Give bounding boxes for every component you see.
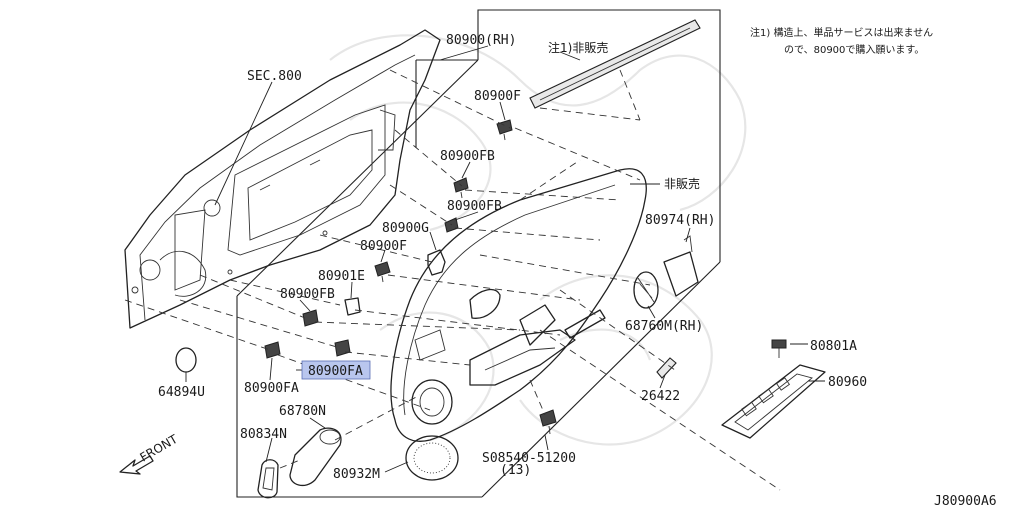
note-line-1: 注1) 構造上、単品サービスは出来ません — [750, 26, 933, 39]
label-80900fa: 80900FA — [244, 381, 299, 396]
finisher-80834n — [257, 459, 279, 499]
label-80834n: 80834N — [240, 427, 287, 442]
clip-80900fb-a — [453, 177, 469, 199]
label-80900f-b: 80900F — [360, 239, 407, 254]
label-80900rh: 80900(RH) — [446, 33, 516, 48]
label-80900fb-c: 80900FB — [280, 287, 335, 302]
seal-26422 — [656, 357, 677, 379]
label-80960: 80960 — [828, 375, 867, 390]
clip-80900fb-c — [302, 309, 319, 327]
label-80900fa-highlight: 80900FA — [308, 364, 363, 379]
label-80901e: 80901E — [318, 269, 365, 284]
label-front: FRONT — [138, 432, 181, 465]
clip-80900f-b — [374, 261, 391, 283]
label-68780n: 68780N — [279, 404, 326, 419]
screw-80801a — [771, 339, 787, 358]
handle-68760m — [633, 271, 659, 309]
screw-08540 — [539, 409, 557, 435]
label-80900g: 80900G — [382, 221, 429, 236]
label-08540-51200: S08540-51200 — [482, 451, 576, 466]
label-26422: 26422 — [641, 389, 680, 404]
label-64894u: 64894U — [158, 385, 205, 400]
assembly-frame — [236, 9, 721, 498]
label-80932m: 80932M — [333, 467, 380, 482]
label-hinhanbai: 非販売 — [664, 176, 700, 191]
label-sec800: SEC.800 — [247, 69, 302, 84]
note-line-2: ので、80900で購入願います。 — [784, 43, 924, 56]
label-80900fb-b: 80900FB — [447, 199, 502, 214]
label-80974rh: 80974(RH) — [645, 213, 715, 228]
grommet-64894u — [175, 347, 197, 373]
label-80900fb-a: 80900FB — [440, 149, 495, 164]
diagram-reference-number: J80900A6 — [934, 494, 997, 509]
front-arrow-icon — [119, 455, 154, 475]
label-note1-hinhanbai: 注1)非販売 — [548, 40, 608, 55]
label-08540-qty: (13) — [500, 463, 531, 478]
switch-bezel-80960 — [721, 364, 826, 439]
belt-moulding — [529, 19, 701, 109]
leader-lines — [185, 45, 825, 473]
door-trim-panel — [390, 168, 647, 442]
door-inner-frame — [124, 29, 441, 329]
speaker-80932m — [405, 435, 459, 481]
clip-80900fa-a — [334, 339, 351, 357]
highlight-80900fa — [301, 360, 371, 380]
label-80900f-a: 80900F — [474, 89, 521, 104]
handle-escutcheon-80974 — [663, 235, 699, 297]
label-80801a: 80801A — [810, 339, 857, 354]
clip-80901e — [344, 297, 361, 316]
clip-80900g — [427, 249, 446, 276]
label-68760mrh: 68760M(RH) — [625, 319, 703, 334]
exploded-lines — [124, 69, 781, 491]
clip-80900fa-b — [264, 341, 281, 359]
